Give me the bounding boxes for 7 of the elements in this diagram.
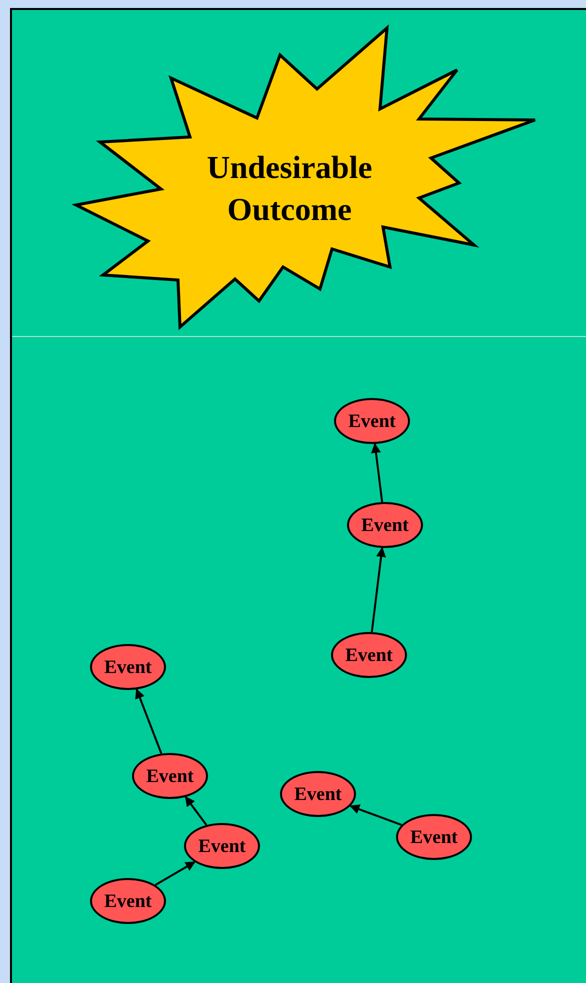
outcome-label: Undesirable Outcome — [206, 148, 374, 229]
arrow — [349, 804, 402, 826]
arrow — [370, 546, 386, 632]
arrow — [154, 861, 196, 886]
arrow — [135, 688, 162, 754]
arrow — [371, 442, 384, 502]
arrow — [184, 796, 208, 826]
